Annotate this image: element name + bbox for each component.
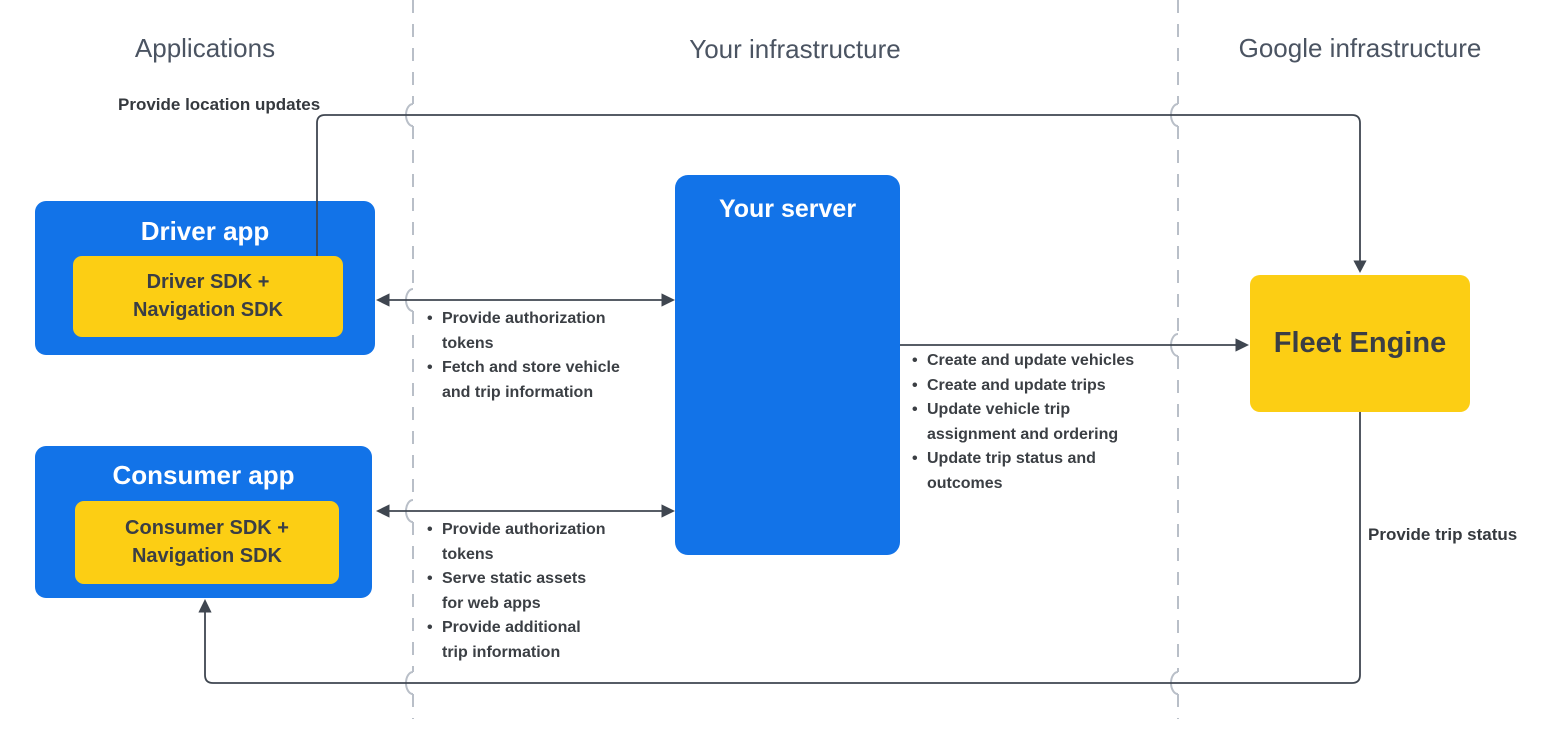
flow-item: Update vehicle trip assignment and order… xyxy=(911,398,1181,447)
driver-sdk-box: Driver SDK + Navigation SDK xyxy=(73,256,343,337)
fleet-engine-title: Fleet Engine xyxy=(1273,327,1447,359)
flow-list-driver-server: Provide authorization tokens Fetch and s… xyxy=(426,307,654,405)
driver-sdk-line1: Driver SDK + xyxy=(146,271,270,293)
consumer-app-box: Consumer app Consumer SDK + Navigation S… xyxy=(35,446,372,598)
flow-list-consumer-server: Provide authorization tokens Serve stati… xyxy=(426,518,654,665)
driver-app-box: Driver app Driver SDK + Navigation SDK xyxy=(35,201,375,355)
flow-list-server-fleet: Create and update vehicles Create and up… xyxy=(911,349,1181,496)
column-header-applications: Applications xyxy=(134,33,276,63)
edge-consumer-server xyxy=(376,504,675,518)
driver-sdk-line2: Navigation SDK xyxy=(132,298,284,321)
consumer-sdk-line1: Consumer SDK + xyxy=(125,517,289,539)
consumer-sdk-line2: Navigation SDK xyxy=(131,544,283,567)
your-server-box: Your server xyxy=(675,175,900,555)
label-provide-trip-status: Provide trip status xyxy=(1368,525,1518,544)
driver-app-title: Driver app xyxy=(140,216,270,246)
edge-driver-server xyxy=(376,293,675,307)
flow-item: Create and update vehicles xyxy=(911,349,1181,374)
arrowhead-down-fleet xyxy=(1353,260,1367,273)
flow-item: Serve static assets for web apps xyxy=(426,567,654,616)
flow-item: Provide additional trip information xyxy=(426,616,654,665)
consumer-sdk-box: Consumer SDK + Navigation SDK xyxy=(75,501,339,584)
arrowhead-up-consumer xyxy=(198,599,212,613)
column-divider-left xyxy=(405,0,414,719)
consumer-app-title: Consumer app xyxy=(112,460,295,490)
fleet-engine-box: Fleet Engine xyxy=(1250,275,1470,412)
flow-item: Provide authorization tokens xyxy=(426,307,654,356)
column-header-your-infrastructure: Your infrastructure xyxy=(689,34,901,64)
flow-item: Fetch and store vehicle and trip informa… xyxy=(426,356,654,405)
flow-item: Update trip status and outcomes xyxy=(911,447,1181,496)
flow-item: Create and update trips xyxy=(911,374,1181,399)
flow-item: Provide authorization tokens xyxy=(426,518,654,567)
label-provide-location-updates: Provide location updates xyxy=(118,95,321,114)
your-server-title: Your server xyxy=(718,195,857,223)
column-header-google-infrastructure: Google infrastructure xyxy=(1238,33,1482,63)
